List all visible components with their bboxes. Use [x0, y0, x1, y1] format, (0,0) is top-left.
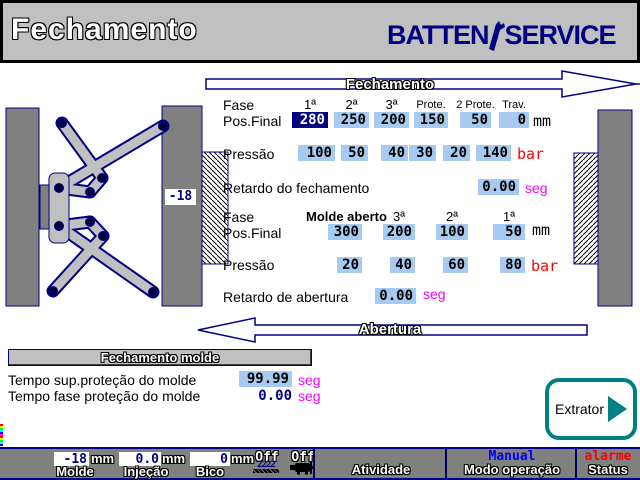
- closing-col-5: 2 Prote.: [456, 99, 495, 111]
- opening-pressure-unit: bar: [531, 257, 559, 275]
- opening-col-1: Molde aberto: [306, 209, 387, 224]
- opening-fase-label: Fase: [223, 209, 255, 225]
- closing-posfinal-label: Pos.Final: [223, 113, 282, 129]
- closing-pressure-2-field[interactable]: 50: [341, 145, 368, 161]
- opening-pos-3-field[interactable]: 100: [436, 224, 468, 240]
- status-item-bico[interactable]: Bico: [195, 464, 225, 479]
- closing-col-3: 3ª: [385, 97, 398, 112]
- status-divider: [313, 449, 315, 478]
- status-item-molde[interactable]: Molde: [56, 464, 94, 479]
- brand-right: SERVICE: [504, 20, 617, 50]
- closing-col-2: 2ª: [345, 97, 358, 112]
- alarm-status-value: alarme: [584, 449, 632, 464]
- status-item-status[interactable]: Status: [588, 462, 628, 477]
- closing-pos-2-field[interactable]: 250: [334, 112, 369, 128]
- closing-arrow-label: Fechamento: [345, 76, 435, 93]
- status-item-injecao[interactable]: Injeção: [123, 464, 169, 479]
- closing-delay-field[interactable]: 0.00: [478, 179, 519, 195]
- closing-col-6: Trav.: [502, 99, 526, 111]
- page-title: Fechamento: [11, 13, 198, 46]
- mold-time-2-value[interactable]: 0.00: [258, 388, 292, 404]
- injecao-position-value: 0.0: [119, 452, 161, 467]
- closing-col-1: 1ª: [303, 97, 317, 112]
- bico-position-unit: mm: [231, 451, 255, 466]
- closing-delay-unit: seg: [525, 180, 548, 196]
- closing-pressure-label: Pressão: [223, 146, 275, 162]
- heater-state[interactable]: Off: [255, 450, 279, 465]
- injecao-position-unit: mm: [162, 451, 186, 466]
- closing-pos-1-field[interactable]: 280: [292, 112, 328, 128]
- brand-left: BATTEN: [387, 20, 489, 50]
- opening-col-4: 1ª: [502, 209, 516, 224]
- opening-pos-1-field[interactable]: 300: [328, 224, 362, 240]
- mold-time-2-label: Tempo fase proteção do molde: [8, 388, 201, 404]
- status-divider: [445, 449, 447, 478]
- molde-position-value: -18: [54, 452, 89, 467]
- closing-col-4: Prote.: [416, 99, 446, 111]
- closing-pressure-3-field[interactable]: 40: [381, 145, 408, 161]
- extractor-button-label: Extrator: [554, 401, 604, 417]
- bico-position-value: 0: [190, 452, 230, 467]
- opening-pos-unit: mm: [532, 221, 551, 239]
- status-divider: [575, 449, 577, 478]
- operation-mode-value: Manual: [488, 449, 536, 464]
- mold-time-1-unit: seg: [298, 372, 321, 388]
- opening-pressure-2-field[interactable]: 40: [390, 257, 415, 273]
- opening-arrow-label: Abertura: [358, 321, 422, 338]
- extractor-button[interactable]: Extrator: [545, 378, 637, 440]
- motor-state[interactable]: Off: [291, 450, 315, 465]
- closing-pressure-5-field[interactable]: 20: [443, 145, 470, 161]
- closing-arrow: [205, 70, 640, 98]
- closing-pressure-4-field[interactable]: 30: [409, 145, 436, 161]
- closing-fase-label: Fase: [223, 97, 255, 113]
- brand-logo: BATTEN SERVICE: [387, 20, 617, 51]
- closing-pos-6-field[interactable]: 0: [499, 112, 529, 128]
- mold-time-1-label: Tempo sup.proteção do molde: [8, 372, 197, 388]
- header: Fechamento BATTEN SERVICE: [0, 0, 640, 63]
- closing-pos-4-field[interactable]: 150: [414, 112, 448, 128]
- mold-time-2-unit: seg: [298, 388, 321, 404]
- closing-delay-label: Retardo do fechamento: [223, 180, 370, 196]
- opening-pos-4-field[interactable]: 50: [493, 224, 525, 240]
- closing-pos-unit: mm: [533, 112, 552, 130]
- opening-pressure-4-field[interactable]: 80: [500, 257, 525, 273]
- opening-col-3: 2ª: [445, 209, 459, 224]
- opening-pressure-label: Pressão: [223, 257, 275, 273]
- closing-pos-3-field[interactable]: 200: [374, 112, 409, 128]
- closing-pressure-6-field[interactable]: 140: [476, 145, 511, 161]
- mold-section-title: Fechamento molde: [100, 350, 220, 365]
- play-icon: [608, 396, 627, 422]
- status-item-atividade[interactable]: Atividade: [351, 462, 411, 477]
- fixed-platen-graphic: [573, 109, 633, 307]
- heater-icon: 2222: [253, 461, 279, 474]
- opening-pos-2-field[interactable]: 200: [383, 224, 415, 240]
- status-item-modo-operacao[interactable]: Modo operação: [463, 462, 561, 477]
- wrench-slash-icon: [488, 20, 505, 51]
- opening-posfinal-label: Pos.Final: [223, 225, 282, 241]
- mold-time-1-field[interactable]: 99.99: [239, 371, 292, 387]
- clamp-unit-graphic: [5, 105, 229, 307]
- screen-edge-artifact: [0, 424, 3, 446]
- opening-arrow: [197, 317, 588, 343]
- opening-delay-field[interactable]: 0.00: [375, 288, 416, 304]
- status-bar: -18 mm Molde 0.0 mm Injeção 0 mm Bico Of…: [0, 447, 640, 480]
- opening-delay-label: Retardo de abertura: [223, 289, 349, 305]
- mold-section-header: Fechamento molde: [8, 349, 312, 366]
- closing-pos-5-field[interactable]: 50: [460, 112, 491, 128]
- closing-pressure-1-field[interactable]: 100: [298, 145, 335, 161]
- opening-delay-unit: seg: [423, 286, 446, 302]
- clamp-position-display: -18: [165, 189, 196, 205]
- opening-pressure-1-field[interactable]: 20: [337, 257, 362, 273]
- closing-pressure-unit: bar: [517, 145, 545, 163]
- molde-position-unit: mm: [91, 451, 115, 466]
- opening-pressure-3-field[interactable]: 60: [443, 257, 468, 273]
- opening-col-2: 3ª: [392, 209, 406, 224]
